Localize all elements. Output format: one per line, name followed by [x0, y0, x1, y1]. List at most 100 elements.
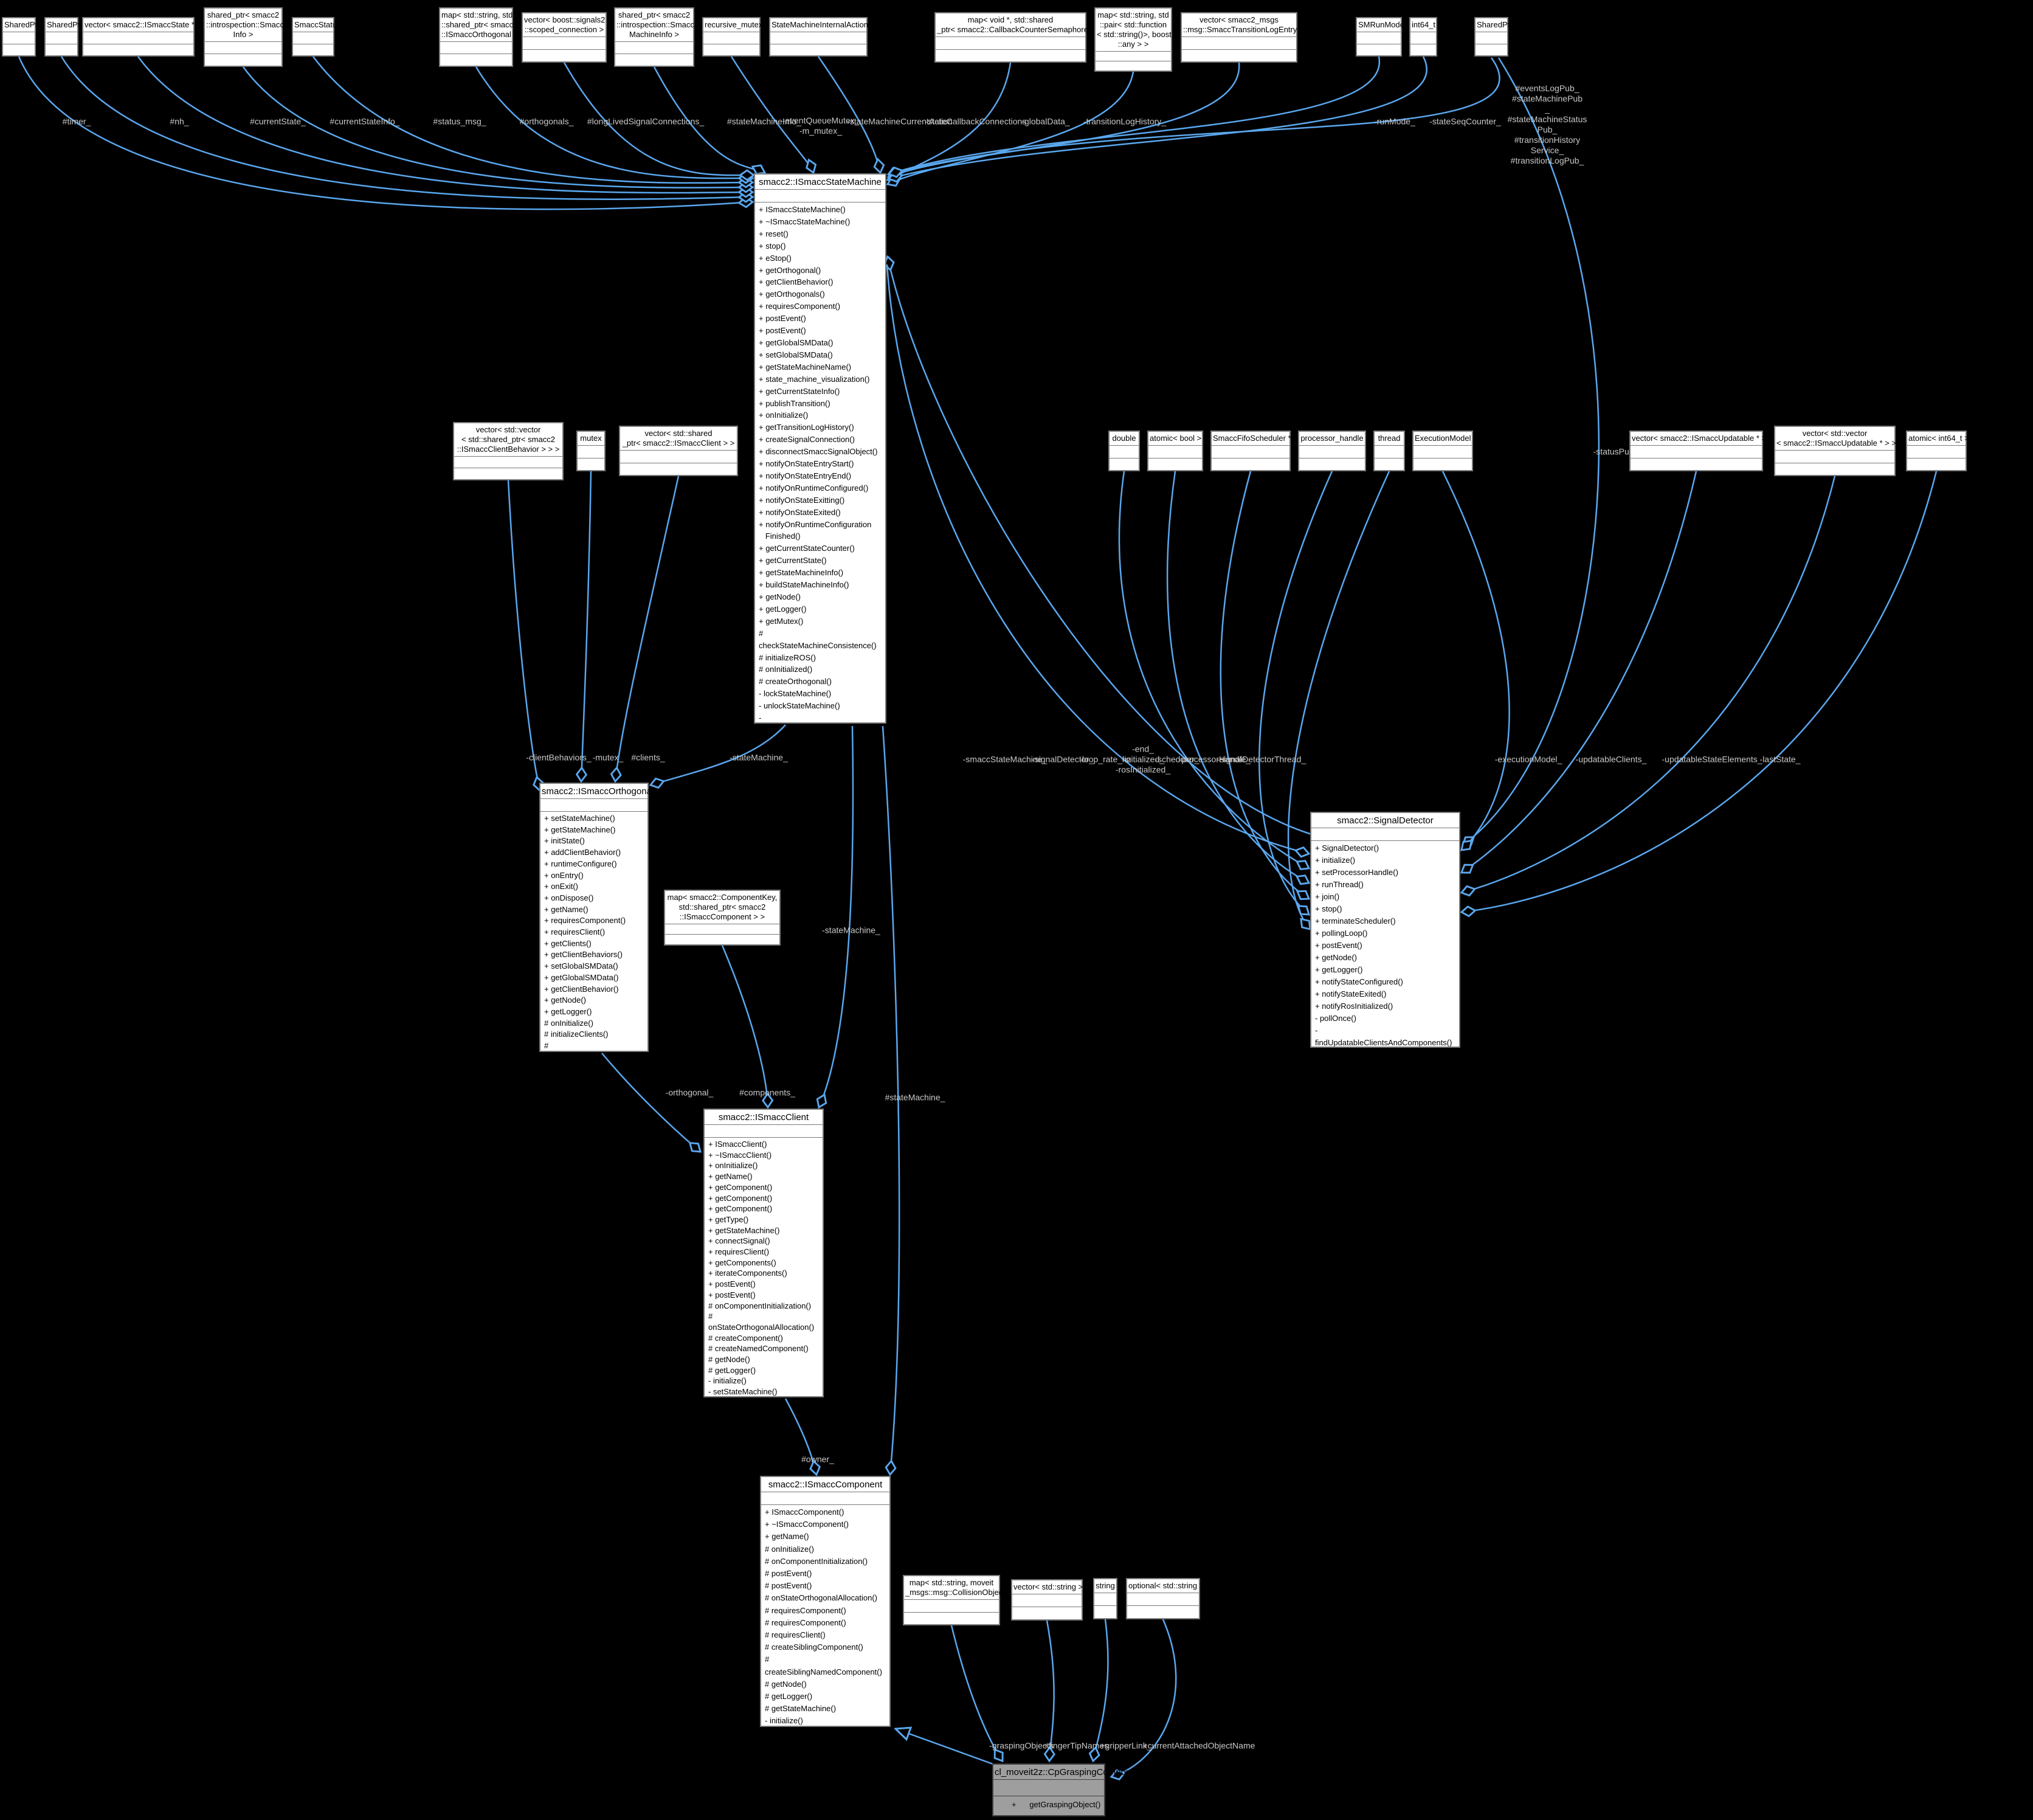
type-box-map_collision: map< std::string, moveit _msgs::msg::Col… — [903, 1575, 1012, 1625]
class-box-grasping[interactable]: cl_moveit2z::CpGraspingComponent+ getGra… — [992, 1763, 1144, 1816]
class-member: + getLogger() — [1315, 965, 1363, 974]
class-member: # requiresClient() — [765, 1630, 826, 1640]
edge-label-timer: #timer_ — [62, 116, 91, 126]
edge-long-lived — [563, 62, 754, 175]
class-member: + ISmaccClient() — [708, 1140, 767, 1149]
type-box-compartment — [1212, 445, 1289, 458]
type-box-thread: thread — [1373, 431, 1405, 471]
class-members-sm: + ISmaccStateMachine()+ ~ISmaccStateMach… — [755, 202, 885, 722]
type-box-compartment — [1631, 445, 1762, 458]
type-box-title: int64_t — [1412, 20, 1436, 29]
class-box-client[interactable]: smacc2::ISmaccClient+ ISmaccClient()+ ~I… — [703, 1109, 824, 1397]
class-member: # requiresComponent() — [765, 1605, 846, 1615]
class-member: # getNode() — [765, 1679, 807, 1689]
edge-label-status_msg: #status_msg_ — [433, 116, 486, 126]
edge-label-smCurrentAction: -stateMachineCurrentAction — [847, 116, 953, 126]
type-box-compartment — [1476, 43, 1507, 56]
type-box-compartment — [440, 41, 512, 54]
class-member: # getNode() — [708, 1355, 750, 1365]
class-member: + eStop() — [759, 253, 792, 263]
edge-label-updatableStateElements: -updatableStateElements_ — [1662, 754, 1762, 764]
type-box-map_orth: map< std::string, std ::shared_ptr< smac… — [439, 7, 525, 67]
edge-loop-rate — [1118, 471, 1309, 868]
class-title-orth[interactable]: smacc2::ISmaccOrthogonal — [540, 784, 654, 799]
type-box-title: shared_ptr< smacc2 ::introspection::Smac… — [616, 10, 713, 39]
type-box-compartment — [3, 43, 35, 56]
type-box-compartment — [1182, 49, 1296, 62]
class-title-component[interactable]: smacc2::ISmaccComponent — [761, 1477, 889, 1492]
class-title-grasping[interactable]: cl_moveit2z::CpGraspingComponent — [993, 1765, 1144, 1780]
class-member: + runtimeConfigure() — [544, 859, 617, 868]
edge-label-processorHandle: -processorHandle_ — [1178, 754, 1251, 764]
type-box-title: map< smacc2::ComponentKey, std::shared_p… — [667, 893, 778, 921]
edge-updatable-clients — [1462, 471, 1697, 873]
type-box-title: map< std::string, std ::pair< std::funct… — [1097, 10, 1172, 49]
class-member: # createSiblingNamedComponent() — [765, 1655, 882, 1676]
edge-clients — [615, 476, 680, 781]
type-box-title: vector< smacc2::ISmaccUpdatable * > — [1632, 434, 1767, 443]
class-member: + getOrthogonals() — [759, 289, 825, 299]
class-member: + ~ISmaccStateMachine() — [759, 216, 851, 226]
edge-label-orth_stateMachine: -stateMachine_ — [730, 752, 788, 763]
type-box-vec_behaviors: vector< std::vector < std::shared_ptr< s… — [453, 422, 564, 480]
type-box-compartment — [1096, 51, 1171, 61]
type-box-compartment — [904, 1611, 999, 1625]
class-member: + getStateMachineName() — [759, 362, 852, 372]
type-box-compartment — [620, 462, 737, 476]
edge-status-pub — [1463, 57, 1600, 845]
class-box-orth[interactable]: smacc2::ISmaccOrthogonal+ setStateMachin… — [539, 783, 654, 1052]
class-member: + getClientBehaviors() — [544, 950, 623, 960]
edge-sm-current-action — [817, 56, 880, 173]
type-box-title: SharedPtr — [1477, 20, 1513, 29]
class-member: + getComponent() — [708, 1204, 773, 1214]
type-box-compartment — [1413, 457, 1472, 471]
edge-label-scheduler: -scheduler_ — [1155, 754, 1199, 764]
type-box-compartment — [83, 32, 193, 44]
type-box-compartment — [454, 468, 562, 479]
class-member: + postEvent() — [759, 314, 806, 324]
class-box-component[interactable]: smacc2::ISmaccComponent+ ISmaccComponent… — [760, 1476, 891, 1727]
edge-event-queue — [730, 56, 813, 173]
type-box-int64: int64_t — [1409, 17, 1437, 57]
class-title-sm[interactable]: smacc2::ISmaccStateMachine — [755, 175, 885, 190]
type-box-compartment — [703, 43, 759, 56]
type-box-title: processor_handle — [1300, 434, 1364, 443]
type-box-vec_state: vector< smacc2::ISmaccState * > — [82, 17, 201, 57]
class-box-signal[interactable]: smacc2::SignalDetector+ SignalDetector()… — [1310, 812, 1460, 1048]
edge-nh — [60, 56, 753, 199]
class-member: + connectSignal() — [708, 1236, 770, 1246]
class-title-signal[interactable]: smacc2::SignalDetector — [1311, 813, 1459, 828]
type-box-compartment — [936, 36, 1085, 49]
edge-label-stateCallback: -stateCallbackConnections — [925, 116, 1027, 126]
type-box-sp2: SharedPtr — [44, 17, 83, 57]
type-box-compartment — [523, 36, 606, 49]
class-member: + getLogger() — [759, 604, 807, 614]
type-box-title: map< std::string, std ::shared_ptr< smac… — [441, 10, 525, 39]
type-box-title: map< void *, std::shared _ptr< smacc2::C… — [937, 15, 1102, 34]
edge-label-currentStateInfo: #currentStateInfo_ — [330, 116, 400, 126]
type-box-title: SMRunMode — [1358, 20, 1404, 29]
type-box-smacc_status: SmaccStatus — [292, 17, 341, 57]
class-member: + getLogger() — [544, 1006, 592, 1016]
class-member: # createOrthogonal() — [759, 677, 832, 687]
class-member: + createSignalConnection() — [759, 435, 855, 445]
class-box-sm[interactable]: smacc2::ISmaccStateMachine+ ISmaccStateM… — [754, 173, 886, 724]
type-box-title: vector< std::vector < std::shared_ptr< s… — [457, 425, 560, 454]
edge-label-mutex_l: -mutex_ — [592, 752, 624, 763]
class-member: # assignClientToOrthogonal() — [544, 1041, 549, 1051]
class-member: + stop() — [1315, 904, 1342, 913]
type-box-compartment — [1212, 457, 1289, 471]
type-box-vec_translog: vector< smacc2_msgs ::msg::SmaccTransiti… — [1181, 12, 1304, 63]
type-box-compartment — [615, 41, 693, 54]
edge-inheritance-grasping-component — [896, 1729, 995, 1766]
type-box-title: vector< std::string > — [1013, 1582, 1083, 1591]
edge-label-components: #components_ — [739, 1087, 795, 1098]
class-attributes-compartment — [993, 1780, 1104, 1796]
class-title-client[interactable]: smacc2::ISmaccClient — [705, 1110, 823, 1125]
class-member: + onEntry() — [544, 870, 584, 880]
class-member: + notifyOnRuntimeConfigured() — [759, 483, 869, 493]
type-box-compartment — [1148, 445, 1202, 458]
class-member: + getName() — [544, 904, 588, 914]
class-member: + getNode() — [759, 592, 801, 601]
